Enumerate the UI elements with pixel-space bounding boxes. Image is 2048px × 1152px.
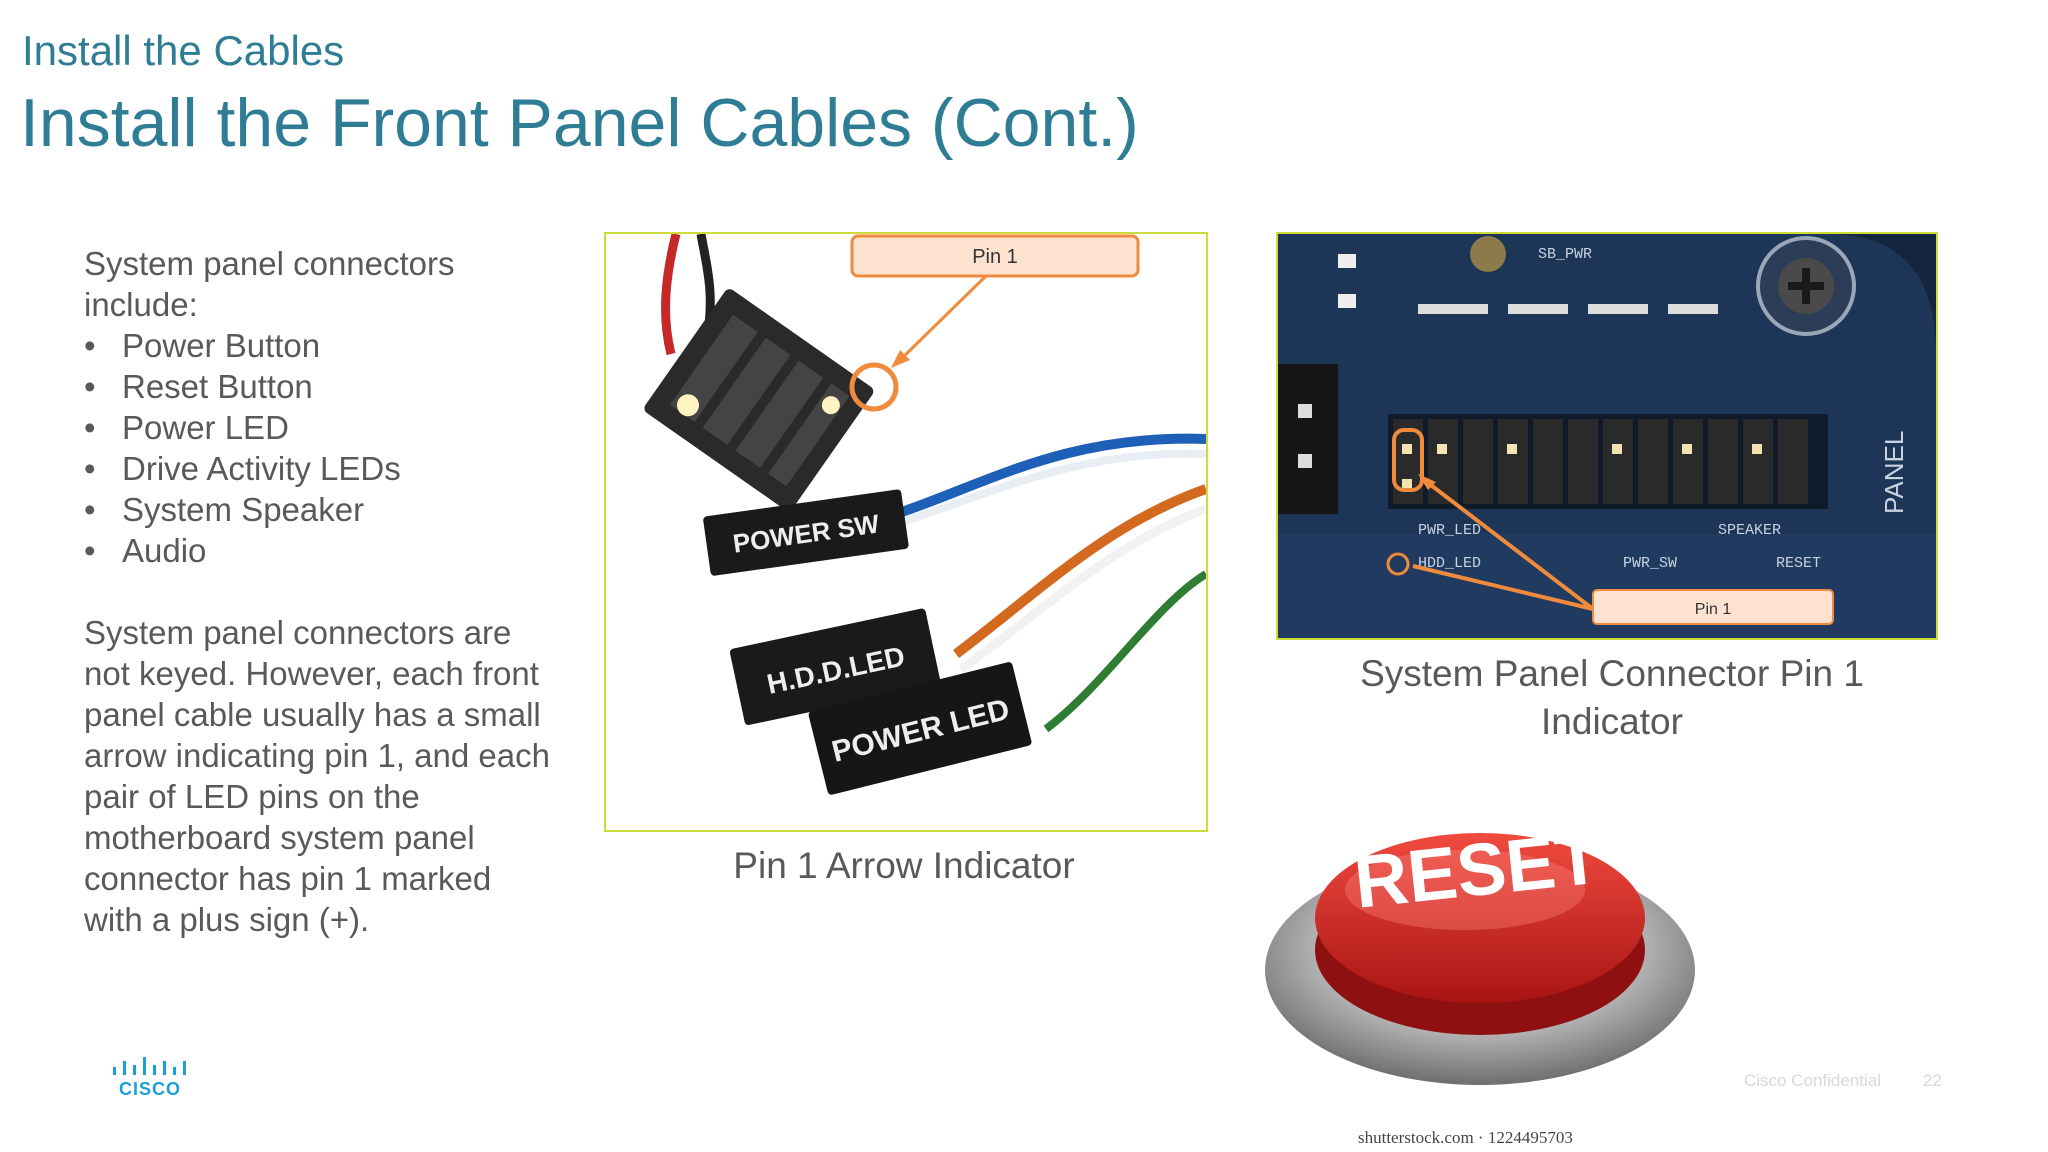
cisco-logo-text: CISCO bbox=[119, 1079, 181, 1099]
cable-photo: Pin 1 POWER SW H.D.D.LED POWER LED bbox=[604, 232, 1208, 832]
section-title: Install the Cables bbox=[22, 27, 345, 74]
motherboard-illustration: SB_PWR bbox=[1278, 234, 1936, 638]
panel-label: PANEL bbox=[1879, 431, 1909, 514]
list-item: Audio bbox=[84, 530, 554, 571]
note-text: System panel connectors are not keyed. H… bbox=[84, 614, 550, 938]
pin1-callout-label-2: Pin 1 bbox=[1695, 601, 1732, 618]
body-text: System panel connectors include: Power B… bbox=[84, 243, 554, 940]
motherboard-photo: SB_PWR bbox=[1276, 232, 1938, 640]
photo2-caption: System Panel Connector Pin 1 Indicator bbox=[1360, 653, 1864, 742]
pin1-callout-label: Pin 1 bbox=[972, 246, 1018, 268]
list-item: Drive Activity LEDs bbox=[84, 448, 554, 489]
list-item: Power LED bbox=[84, 407, 554, 448]
connector-list: Power Button Reset Button Power LED Driv… bbox=[84, 325, 554, 571]
page-number: 22 bbox=[1923, 1071, 1942, 1090]
intro-text: System panel connectors include: bbox=[84, 245, 455, 323]
photo1-caption: Pin 1 Arrow Indicator bbox=[733, 845, 1075, 886]
cisco-logo: CISCO bbox=[110, 1055, 196, 1099]
speaker-label: SPEAKER bbox=[1718, 522, 1781, 539]
reset-label: RESET bbox=[1776, 555, 1821, 572]
reset-illustration: RESET bbox=[1265, 815, 1695, 1085]
spacer bbox=[84, 571, 554, 612]
pwr-sw-label: PWR_SW bbox=[1623, 555, 1677, 572]
confidential-label: Cisco Confidential bbox=[1744, 1071, 1882, 1090]
pwr-led-label: PWR_LED bbox=[1418, 522, 1481, 539]
image-credit: shutterstock.com · 1224495703 bbox=[1358, 1128, 1573, 1147]
cisco-logo-icon: CISCO bbox=[113, 1057, 186, 1099]
reset-button-image: RESET bbox=[1255, 800, 1705, 1100]
slide-title: Install the Front Panel Cables (Cont.) bbox=[20, 85, 1139, 161]
hdd-led-label: HDD_LED bbox=[1418, 555, 1481, 572]
sb-pwr-label: SB_PWR bbox=[1538, 246, 1592, 263]
list-item: Power Button bbox=[84, 325, 554, 366]
list-item: System Speaker bbox=[84, 489, 554, 530]
cable-illustration: Pin 1 POWER SW H.D.D.LED POWER LED bbox=[644, 234, 1206, 795]
list-item: Reset Button bbox=[84, 366, 554, 407]
